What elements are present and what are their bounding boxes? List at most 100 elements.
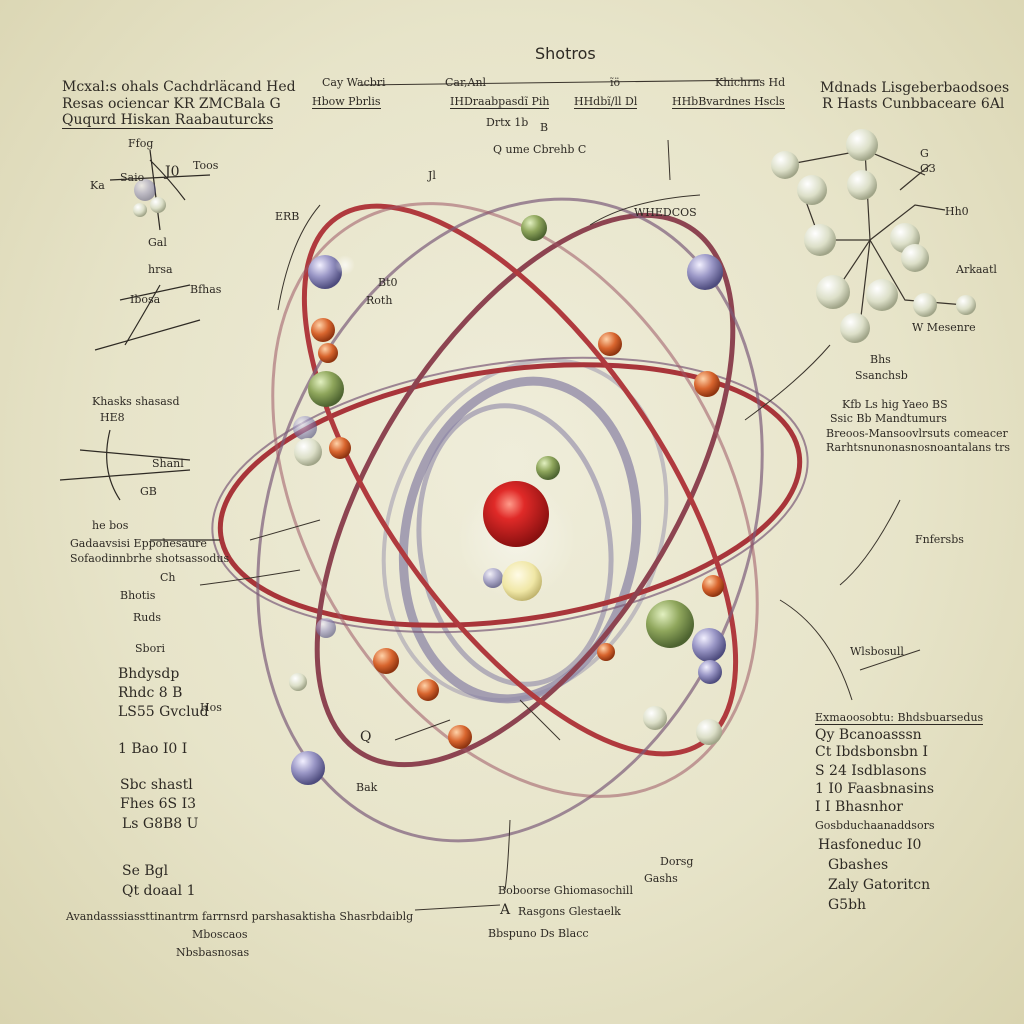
right-label-9: Ssic Bb Mandtumurs — [830, 412, 947, 425]
right-label-14: Exmaoosobtu: Bhdsbuarsedus — [815, 711, 984, 725]
nucleus-core — [483, 481, 549, 547]
right-label-3: Hh0 — [945, 205, 969, 218]
left-label-28: Ls G8B8 U — [122, 816, 199, 832]
center-label-4: Roth — [366, 294, 393, 307]
electron-violet-top-right — [687, 254, 723, 290]
center-label-12: A — [500, 902, 511, 918]
right-label-8: Kfb Ls hig Yaeo BS — [842, 398, 948, 411]
right-label-23: Zaly Gatoritcn — [828, 877, 931, 893]
left-label-8: Bfhas — [190, 283, 222, 296]
electrons — [289, 215, 726, 785]
header-center-1: Hbow Pbrlis — [312, 95, 381, 109]
orbit-tilted-left — [314, 212, 736, 768]
electron-orange-6 — [702, 575, 724, 597]
right-label-19: I I Bhasnhor — [815, 799, 903, 815]
header-center-top-3: ĩö — [610, 76, 621, 89]
right-label-11: Rarhtsnunonasnosnoantalans trs — [826, 441, 1010, 454]
right-label-12: Fnfersbs — [915, 533, 964, 546]
center-label-2: WHEDCOS — [634, 206, 697, 219]
orbit-horizontal — [217, 362, 803, 628]
right-label-15: Qy Bcanoasssn — [815, 727, 922, 743]
electron-violet-top-left — [308, 255, 342, 289]
electron-violet-right — [692, 628, 726, 662]
right-label-17: S 24 Isdblasons — [815, 763, 927, 779]
header-left-line-1: Mcxal:s ohals Cachdrläcand Hed — [62, 79, 296, 95]
center-label-1: ERB — [275, 210, 300, 223]
left-label-13: GB — [140, 485, 157, 498]
left-label-30: Qt doaal 1 — [122, 883, 196, 899]
right-label-24: G5bh — [828, 897, 867, 913]
center-label-6: Q — [360, 729, 372, 745]
header-center-4: HHbBvardnes Hscls — [672, 95, 785, 109]
left-label-26: Sbc shastl — [120, 777, 193, 793]
left-label-4: Toos — [193, 159, 219, 172]
inner-swirl — [381, 358, 669, 704]
molecule-model — [771, 129, 976, 343]
right-label-13: Wlsbosull — [850, 645, 904, 658]
left-label-17: Ch — [160, 571, 176, 584]
right-label-20: Gosbduchaanaddsors — [815, 819, 935, 832]
right-label-21: Hasfoneduc I0 — [818, 837, 922, 853]
pointer-lines — [199, 79, 921, 911]
left-label-12: Shanl — [152, 457, 184, 470]
left-label-21: Bhdysdp — [118, 666, 180, 682]
center-label-9: Gashs — [644, 872, 678, 885]
left-label-16: Sofaodinnbrhe shotsassodus — [70, 552, 230, 565]
left-label-25: Hos — [200, 701, 222, 714]
header-center-3: HHdbĩ/ll Dl — [574, 95, 638, 109]
electron-orange-5 — [329, 437, 351, 459]
left-label-32: Mboscaos — [192, 928, 248, 941]
electron-green-right — [646, 600, 694, 648]
electron-orange-1 — [311, 318, 335, 342]
left-label-20: Sbori — [135, 642, 165, 655]
header-right-line-2: R Hasts Cunbbaceare 6Al — [822, 96, 1005, 112]
left-label-2: Saio — [120, 171, 145, 184]
header-center-top-2: Car,Anl — [445, 76, 487, 89]
electron-orange-9 — [448, 725, 472, 749]
electron-orange-4 — [694, 371, 720, 397]
center-label-3: Bt0 — [378, 276, 398, 289]
header-center-top-4: Khichrns Hd — [715, 76, 786, 89]
center-label-10: Boboorse Ghiomasochill — [498, 884, 633, 897]
center-label-13: Bbspuno Ds Blacc — [488, 927, 589, 940]
left-label-19: Ruds — [133, 611, 162, 624]
right-label-10: Breoos-Mansoovlrsuts comeacer — [826, 427, 1008, 440]
right-label-16: Ct Ibdsbonsbn I — [815, 744, 928, 760]
left-label-3: J0 — [165, 164, 180, 180]
header-center-2: IHDraabpasdĩ Pih — [450, 95, 550, 109]
left-label-11: HE8 — [100, 411, 125, 424]
left-label-29: Se Bgl — [122, 863, 169, 879]
header-center-top-1: Cay Wacbri — [322, 76, 386, 89]
left-label-27: Fhes 6S I3 — [120, 796, 197, 812]
electron-orange-8 — [417, 679, 439, 701]
left-label-33: Nbsbasnosas — [176, 946, 250, 959]
header-center-sub-1: Drtx 1b — [486, 116, 529, 129]
left-label-7: hrsa — [148, 263, 173, 276]
left-label-10: Khasks shasasd — [92, 395, 180, 408]
left-label-1: Ffog — [128, 137, 154, 150]
diagram-title: Shotros — [535, 44, 596, 63]
electron-green-top — [521, 215, 547, 241]
center-label-5: Jl — [428, 169, 436, 182]
electron-orange-2 — [318, 343, 338, 363]
left-label-9: Ibosa — [130, 293, 161, 306]
header-center-sub-2: B — [540, 121, 549, 134]
header-left-line-3: Ququrd Hiskan Raabauturcks — [62, 112, 274, 129]
electron-orange-7 — [373, 648, 399, 674]
center-label-11: Rasgons Glestaelk — [518, 905, 621, 918]
electron-green-left — [308, 371, 344, 407]
left-label-24: 1 Bao I0 I — [118, 741, 188, 757]
header-right-line-1: Mdnads Lisgeberbaodsoes — [820, 80, 1010, 96]
center-label-8: Dorsg — [660, 855, 694, 868]
left-label-18: Bhotis — [120, 589, 156, 602]
right-label-1: G — [920, 147, 929, 160]
electron-violet-bottom-left — [291, 751, 325, 785]
right-label-7: Ssanchsb — [855, 369, 908, 382]
right-label-22: Gbashes — [828, 857, 889, 873]
nucleus — [457, 480, 577, 601]
left-blob — [133, 179, 166, 217]
right-label-2: G3 — [920, 162, 936, 175]
right-label-6: Bhs — [870, 353, 891, 366]
right-label-4: Arkaatl — [956, 263, 997, 276]
electron-orange-3 — [598, 332, 622, 356]
